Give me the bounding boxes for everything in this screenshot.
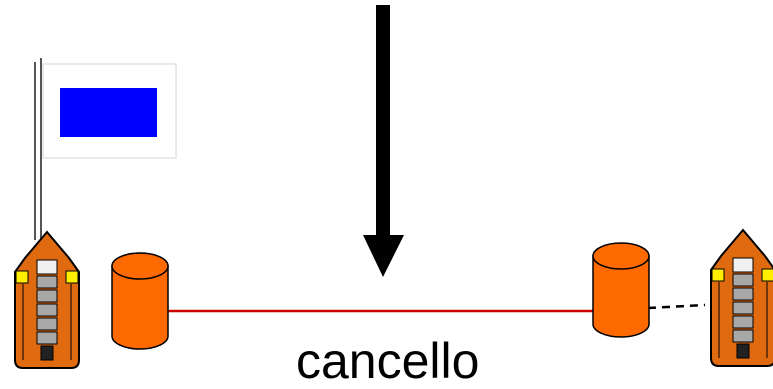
boat-icon (14, 230, 80, 369)
buoy-icon (592, 242, 650, 338)
flag-icon (34, 58, 177, 240)
arrow-down-icon (363, 5, 404, 277)
boat-icon (710, 228, 773, 367)
dashed-line (647, 303, 706, 310)
gate-caption: cancello (296, 333, 480, 389)
buoy-icon (111, 252, 169, 350)
